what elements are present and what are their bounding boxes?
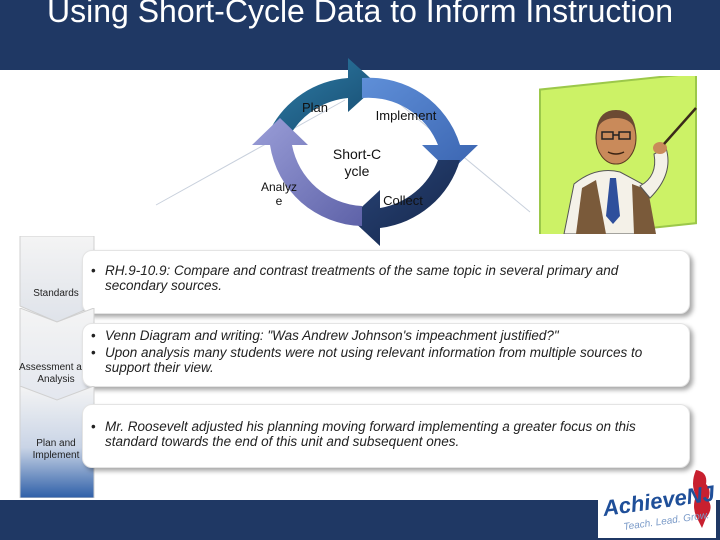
- chevron-standards: [19, 236, 95, 322]
- panel-standards: •RH.9-10.9: Compare and contrast treatme…: [82, 250, 690, 314]
- teacher-pointing-illustration: [539, 76, 697, 234]
- cycle-segment-implement: [362, 77, 478, 172]
- panel-plan-implement: •Mr. Roosevelt adjusted his planning mov…: [82, 404, 690, 468]
- bullet-standards-1: •RH.9-10.9: Compare and contrast treatme…: [91, 263, 619, 293]
- cycle-label-analyze: Analyze: [260, 180, 298, 208]
- bullet-plan-implement-1: •Mr. Roosevelt adjusted his planning mov…: [91, 419, 636, 449]
- row-label-assessment: Assessment and Analysis: [19, 362, 93, 385]
- row-label-standards: Standards: [33, 288, 79, 299]
- cycle-label-plan: Plan: [301, 100, 329, 115]
- cycle-label-collect: Collect: [383, 193, 423, 208]
- cycle-label-implement: Implement: [375, 108, 437, 123]
- page-number: 62: [676, 522, 688, 533]
- slide-title: Using Short-Cycle Data to Inform Instruc…: [46, 0, 673, 29]
- achievenj-logo: AchieveNJ Teach. Lead. Grow.: [598, 470, 716, 538]
- panel-assessment: •Venn Diagram and writing: "Was Andrew J…: [82, 323, 690, 387]
- bullet-assessment-1: •Venn Diagram and writing: "Was Andrew J…: [91, 328, 559, 343]
- connector-line-left: [155, 99, 346, 206]
- cycle-segment-analyze: [252, 118, 362, 226]
- title-bar: [0, 0, 720, 70]
- cycle-segment-collect: [350, 160, 460, 246]
- cycle-diagram: [155, 58, 531, 246]
- bullet-assessment-2: •Upon analysis many students were not us…: [91, 345, 643, 375]
- cycle-label-center: Short-Cycle: [332, 146, 382, 179]
- cycle-segment-plan: [270, 58, 378, 132]
- row-label-plan-implement: Plan and Implement: [32, 438, 80, 461]
